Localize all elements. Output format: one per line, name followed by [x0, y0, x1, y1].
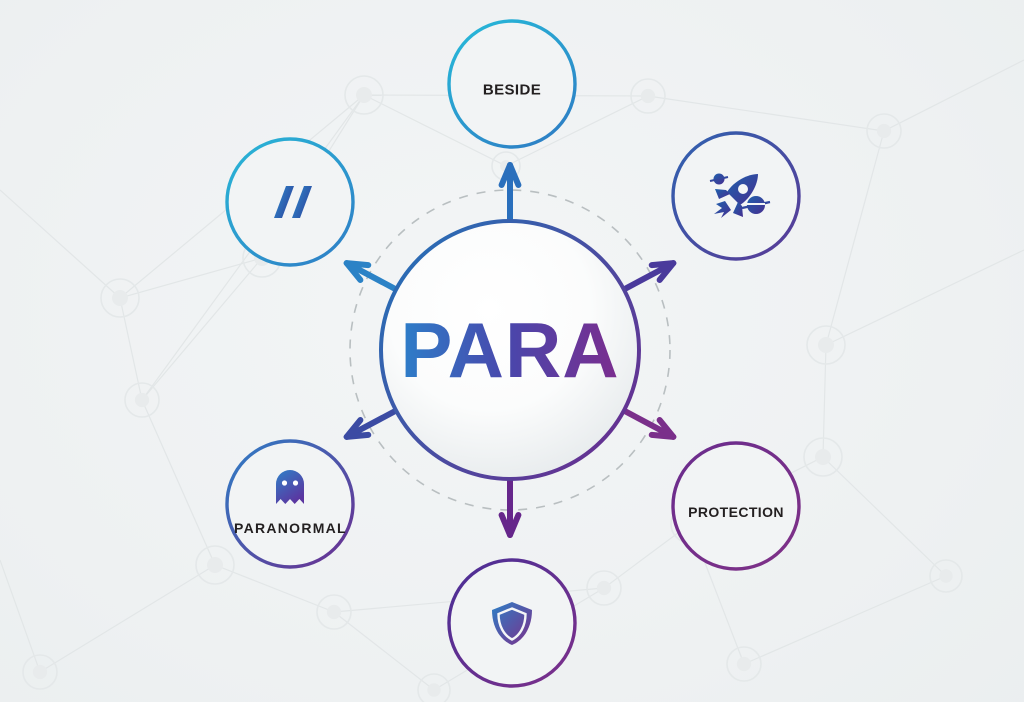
node-paranormal[interactable]: PARANORMAL: [225, 439, 355, 569]
satellite-node-layer: BESIDE PARANORMAL PROTECTION: [225, 19, 801, 688]
background-node-ring: [195, 545, 235, 585]
background-edge: [883, 59, 1024, 132]
node-label-paranormal: PARANORMAL: [234, 520, 346, 536]
arrow-head: [648, 260, 677, 283]
background-node-dot: [112, 290, 128, 306]
background-node-dot: [427, 683, 441, 697]
background-node-ring: [630, 78, 666, 114]
background-edge: [119, 257, 263, 299]
background-node-ring: [100, 278, 140, 318]
node-fill: [675, 445, 797, 567]
background-edge: [363, 94, 507, 167]
background-node-dot: [326, 604, 342, 620]
arrow-layer: [343, 162, 677, 538]
arrow-rocket: [622, 260, 677, 292]
background-edge: [141, 257, 263, 401]
node-fill: [451, 23, 573, 145]
background-edge: [0, 559, 41, 673]
background-node-dot: [207, 557, 223, 573]
arrow-paranormal: [343, 408, 398, 440]
node-ring: [671, 131, 801, 261]
arrow-shaft: [343, 408, 398, 440]
background-node-ring: [316, 594, 352, 630]
arrow-shield: [498, 478, 522, 538]
background-node-dot: [876, 123, 892, 139]
node-fill: [229, 141, 351, 263]
background-edge: [0, 189, 121, 299]
node-fill: [229, 443, 351, 565]
arrow-beside: [498, 162, 522, 222]
background-node-dot: [815, 449, 831, 465]
background-node-ring: [417, 673, 451, 702]
background-node-dot: [818, 337, 834, 353]
node-ring: [225, 137, 355, 267]
arrow-shaft: [622, 260, 677, 292]
background-node-dot: [32, 664, 48, 680]
background-node-dot: [134, 392, 150, 408]
node-ring: [447, 19, 577, 149]
background-node-ring: [866, 113, 902, 149]
background-edge: [743, 575, 947, 665]
background-edge: [822, 456, 947, 577]
background-node-ring: [806, 325, 846, 365]
rocket-planets-icon: [709, 173, 771, 218]
background-node-dot: [356, 87, 372, 103]
node-beside[interactable]: BESIDE: [447, 19, 577, 149]
arrow-head: [498, 162, 522, 188]
node-ring: [671, 441, 801, 571]
shield-icon: [492, 602, 532, 645]
background-node-ring: [22, 654, 58, 690]
background-node-dot: [640, 88, 656, 104]
ghost-icon: [276, 470, 304, 504]
center-node[interactable]: PARA: [379, 219, 641, 481]
dashed-orbit-ring: [349, 189, 671, 511]
arrow-head: [343, 260, 372, 283]
background-edge: [825, 249, 1024, 346]
node-parallel[interactable]: [225, 137, 355, 267]
background-node-dot: [596, 580, 612, 596]
background-edge: [603, 523, 691, 589]
background-edge: [214, 564, 335, 613]
node-shield[interactable]: [447, 558, 577, 688]
background-edge: [333, 611, 435, 691]
center-circle-fill: [383, 223, 637, 477]
arrow-shaft: [343, 260, 398, 292]
background-node-ring: [586, 570, 622, 606]
background-node-ring: [803, 437, 843, 477]
center-circle-ring: [379, 219, 641, 481]
background-node-dot: [939, 569, 953, 583]
arrow-protection: [622, 408, 677, 440]
node-label-beside: BESIDE: [483, 82, 541, 99]
arrow-shaft: [622, 408, 677, 440]
arrow-head: [648, 417, 677, 440]
background-node-ring: [929, 559, 963, 593]
node-ring: [447, 558, 577, 688]
arrow-head: [498, 512, 522, 538]
background-node-ring: [344, 75, 384, 115]
background-edge: [39, 564, 216, 673]
node-label-protection: PROTECTION: [688, 504, 784, 520]
center-label: PARA: [400, 306, 619, 394]
background-edge: [825, 130, 885, 346]
arrow-parallel: [343, 260, 398, 292]
background-node-dot: [736, 656, 752, 672]
arrow-head: [343, 417, 372, 440]
parallel-bars-icon: [274, 186, 312, 218]
node-protection[interactable]: PROTECTION: [671, 441, 801, 571]
background-node-ring: [726, 646, 762, 682]
background-edge: [505, 95, 649, 167]
background-edge: [647, 95, 885, 132]
background-node-ring: [124, 382, 160, 418]
background-edge: [141, 399, 216, 566]
node-ring: [225, 439, 355, 569]
node-rocket[interactable]: [671, 131, 801, 261]
